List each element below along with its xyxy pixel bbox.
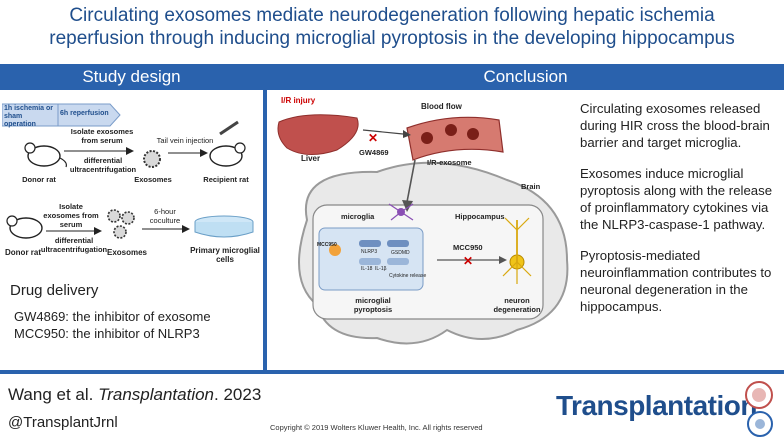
conclusion-header: Conclusion (267, 64, 784, 90)
brain-label: Brain (521, 182, 541, 191)
citation: Wang et al. Transplantation. 2023 (8, 385, 261, 405)
tail-vein-label: Tail vein injection (156, 136, 214, 145)
society-seal-2-icon (747, 411, 773, 437)
il1b-label: IL-1β (375, 266, 387, 272)
primary-cells-label: Primary microglial cells (190, 246, 260, 264)
exosome-uptake-mark (329, 244, 341, 256)
ultracentrifugation-2-label: differential ultracentrifugation (40, 236, 108, 254)
study-design-header: Study design (0, 64, 263, 90)
exosome-brain-arrow (406, 159, 416, 203)
mcc950-small-label: MCC950 (317, 242, 337, 248)
conclusion-text: Circulating exosomes released during HIR… (580, 100, 780, 329)
study-design-panel: 1h ischemia or sham operation 6h reperfu… (0, 90, 263, 370)
conclusion-1: Circulating exosomes released during HIR… (580, 101, 770, 150)
donor-rat-2-label: Donor rat (5, 248, 41, 257)
page-title: Circulating exosomes mediate neurodegene… (0, 4, 784, 50)
coculture-arrow (142, 225, 190, 233)
citation-journal: Transplantation (98, 385, 215, 404)
liver-vessel-arrow (362, 129, 404, 135)
exosomes-2-label: Exosomes (106, 248, 148, 257)
donor-rat-icon (24, 142, 67, 168)
neuron-degeneration-label: neuron degeneration (493, 296, 541, 314)
title-line-2: reperfusion through inducing microglial … (49, 28, 735, 49)
exosome-dot-3 (467, 128, 479, 140)
conclusion-3: Pyroptosis-mediated neuroinflammation co… (580, 248, 772, 314)
recipient-rat-label: Recipient rat (203, 175, 249, 184)
mechanism-diagram: ✕ ✕ (277, 114, 569, 345)
citation-year: . 2023 (214, 385, 262, 404)
conclusion-diagram: ✕ ✕ I/R injury Live (267, 90, 784, 370)
inhibit-mark-1: ✕ (368, 131, 378, 145)
ir-injury-label: I/R injury (281, 96, 316, 105)
copyright-text: Copyright © 2019 Wolters Kluwer Health, … (270, 423, 483, 432)
neuron-icon (502, 217, 532, 284)
conclusion-2: Exosomes induce microglial pyroptosis al… (580, 166, 773, 232)
liver-shape (277, 114, 359, 155)
citation-author: Wang et al. (8, 385, 94, 404)
ultracentrifugation-label: differential ultracentrifugation (69, 156, 137, 174)
isolate-2-arrow (46, 227, 102, 235)
protocol-arrow (2, 103, 121, 127)
caspase-mark (387, 240, 409, 247)
coculture-label: 6-hour coculture (149, 207, 181, 225)
exosome-dot-2 (445, 124, 457, 136)
exosomes-label: Exosomes (134, 175, 172, 184)
recipient-rat-icon (209, 142, 246, 167)
microglia-icon (388, 203, 414, 221)
blood-vessel (406, 116, 504, 161)
exosome-icon (143, 150, 161, 168)
reperfusion-label: 6h reperfusion (60, 110, 109, 117)
liver-label: Liver (301, 154, 321, 163)
il18-label: IL-18 (361, 266, 373, 272)
gw4869-label: GW4869 (359, 148, 389, 157)
journal-logo: Transplantation (556, 390, 757, 421)
blood-flow-label: Blood flow (421, 102, 462, 111)
nlrp3-mark (359, 240, 381, 247)
isolate-serum-label: Isolate exosomes from serum (70, 127, 134, 145)
hippocampus-label: Hippocampus (455, 212, 505, 221)
isolate-serum-2-label: Isolate exosomes from serum (43, 202, 99, 229)
mcc950-line: MCC950: the inhibitor of NLRP3 (14, 326, 200, 341)
society-seal-icon (745, 381, 773, 409)
twitter-handle[interactable]: @TransplantJrnl (8, 414, 118, 431)
panel-divider (263, 64, 267, 370)
title-line-1: Circulating exosomes mediate neurodegene… (69, 5, 715, 26)
nlrp3-label: NLRP3 (361, 249, 378, 255)
footer-rule (0, 370, 784, 374)
microglial-pyroptosis-label: microglial pyroptosis (353, 296, 393, 314)
mcc950-label: MCC950 (453, 243, 483, 252)
gsdmd-label: GSDMD (391, 250, 410, 256)
donor-rat-2-icon (6, 215, 43, 239)
injection-arrow (168, 149, 208, 157)
microglia-label: microglia (341, 212, 375, 221)
syringe-icon (219, 120, 239, 136)
drug-delivery-heading: Drug delivery (10, 282, 99, 299)
petri-dish-icon (194, 215, 254, 238)
exosome-cluster-icon (107, 209, 135, 239)
gw4869-line: GW4869: the inhibitor of exosome (14, 309, 211, 324)
donor-rat-label: Donor rat (22, 175, 56, 184)
inhibit-mark-2: ✕ (463, 254, 473, 268)
exosome-dot-1 (421, 132, 433, 144)
gsdmd-mark (387, 258, 409, 265)
cytokine-release-label: Cytokine release (389, 273, 427, 279)
ir-exosome-label: I/R-exosome (427, 158, 472, 167)
isolate-arrow (64, 147, 134, 155)
il-mark (359, 258, 381, 265)
ischemia-label: 1h ischemia or sham operation (4, 105, 54, 128)
